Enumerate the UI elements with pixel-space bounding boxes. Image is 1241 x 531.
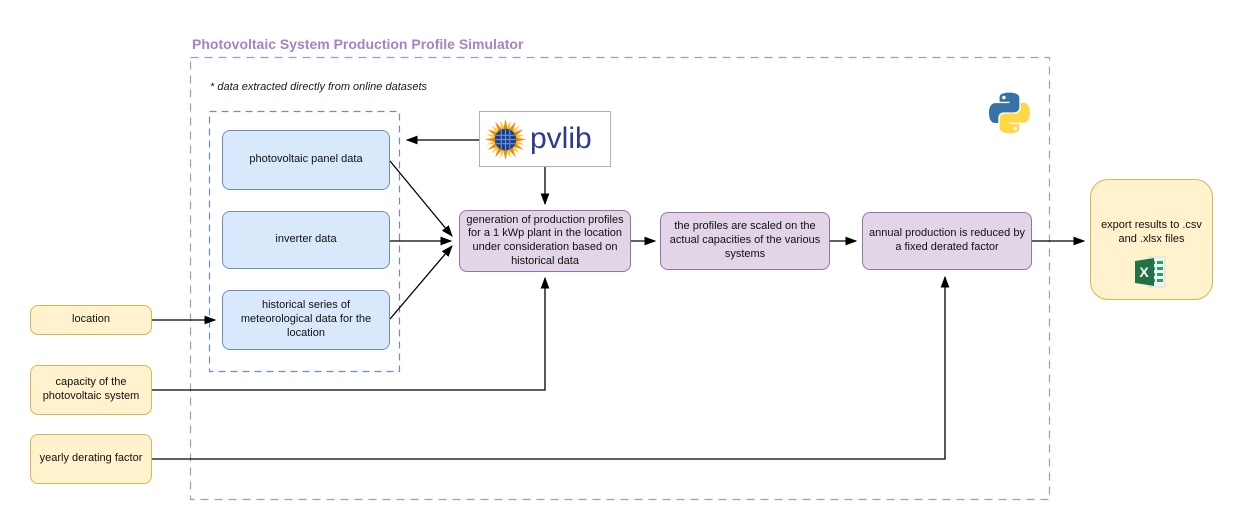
pvlib-wordmark: pvlib bbox=[530, 122, 592, 155]
diagram-title: Photovoltaic System Production Profile S… bbox=[192, 36, 524, 52]
node-label: export results to .csv and .xlsx files bbox=[1101, 219, 1202, 246]
node-label: capacity of the photovoltaic system bbox=[42, 376, 140, 402]
pvlib-sun-icon bbox=[484, 118, 527, 160]
arrow-historical-to-generation bbox=[389, 245, 453, 320]
node-label: photovoltaic panel data bbox=[249, 153, 363, 166]
svg-text:X: X bbox=[1139, 264, 1149, 280]
node-annual-production-derated: annual production is reduced by a fixed … bbox=[862, 212, 1032, 270]
pvlib-logo: pvlib bbox=[479, 111, 611, 167]
datasets-frame bbox=[208, 110, 401, 373]
node-label: annual production is reduced by a fixed … bbox=[869, 227, 1025, 253]
arrow-derating-to-annual bbox=[152, 275, 950, 460]
node-location-input: location bbox=[30, 305, 152, 335]
node-inverter-data: inverter data bbox=[222, 211, 390, 269]
simulator-frame bbox=[189, 56, 1051, 501]
node-label: location bbox=[72, 313, 110, 326]
node-historical-meteo-data: historical series of meteorological data… bbox=[222, 290, 390, 350]
node-label: generation of production profiles for a … bbox=[466, 213, 624, 267]
node-label: inverter data bbox=[275, 233, 337, 246]
node-export-results: export results to .csv and .xlsx files X bbox=[1090, 179, 1213, 300]
node-derating-factor-input: yearly derating factor bbox=[30, 434, 152, 484]
node-profiles-scaled: the profiles are scaled on the actual ca… bbox=[660, 212, 830, 270]
python-logo-icon bbox=[989, 92, 1030, 134]
datasets-note: * data extracted directly from online da… bbox=[210, 81, 428, 93]
node-label: yearly derating factor bbox=[39, 452, 143, 465]
node-capacity-input: capacity of the photovoltaic system bbox=[30, 365, 152, 415]
arrow-panel-to-generation bbox=[389, 160, 453, 237]
node-photovoltaic-panel-data: photovoltaic panel data bbox=[222, 130, 390, 190]
node-label: historical series of meteorological data… bbox=[240, 299, 372, 339]
arrow-capacity-to-generation bbox=[152, 276, 550, 391]
node-generation-profiles: generation of production profiles for a … bbox=[459, 210, 631, 272]
excel-icon: X bbox=[1134, 256, 1165, 287]
node-label: the profiles are scaled on the actual ca… bbox=[669, 220, 821, 260]
